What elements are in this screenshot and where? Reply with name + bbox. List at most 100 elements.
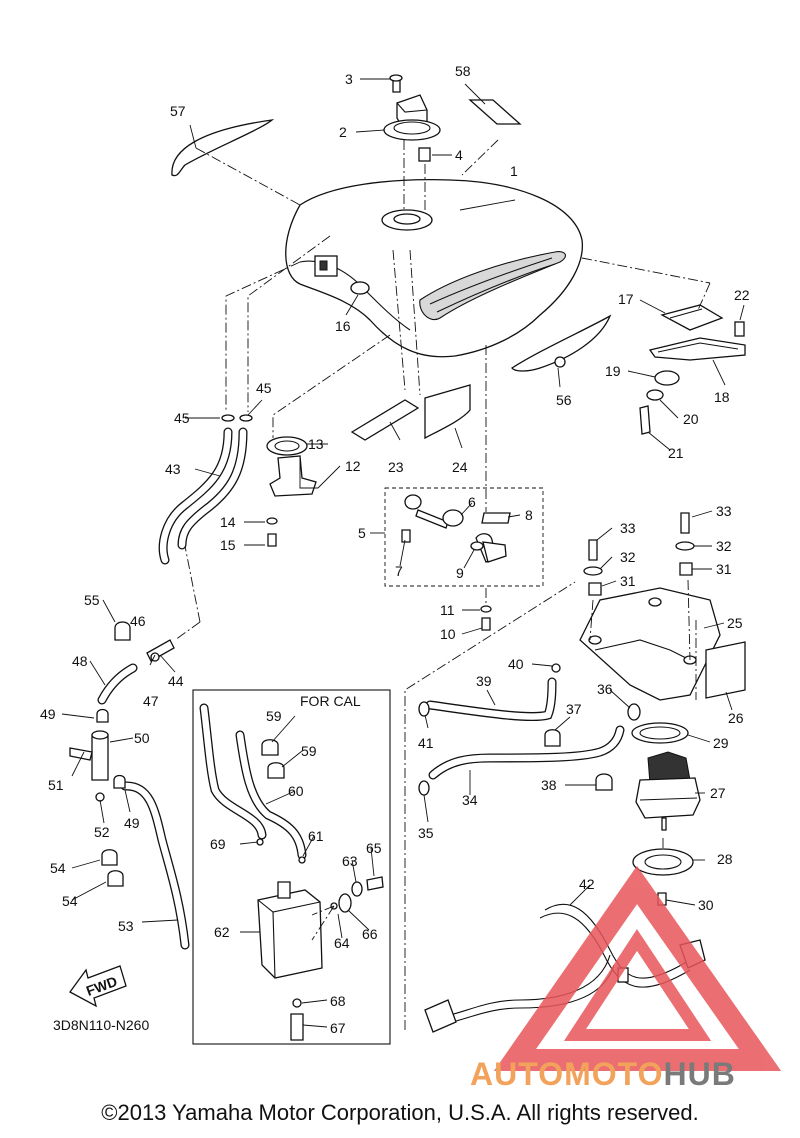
callout-8: 8 (525, 507, 533, 523)
callout-54a: 54 (50, 860, 66, 876)
callout-34: 34 (462, 792, 478, 808)
pad (350, 399, 420, 441)
callout-64: 64 (334, 935, 350, 951)
callout-44: 44 (168, 673, 184, 689)
callout-48: 48 (72, 653, 88, 669)
callout-28: 28 (717, 851, 733, 867)
callout-32b: 32 (716, 538, 732, 554)
callout-30: 30 (698, 897, 714, 913)
box-title: FOR CAL (300, 693, 361, 709)
leader-lines (61, 78, 745, 1030)
callout-42: 42 (579, 876, 595, 892)
emblem (511, 314, 612, 372)
callout-12: 12 (345, 458, 361, 474)
callout-labels: 1 2 3 4 5 6 7 8 9 10 11 12 13 14 15 16 1… (40, 63, 750, 1036)
gasket (480, 605, 492, 613)
callout-37: 37 (566, 701, 582, 717)
watermark-text-b: HUB (663, 1056, 736, 1092)
fuel-cock-box (384, 487, 544, 587)
callout-21: 21 (668, 445, 684, 461)
callout-24: 24 (452, 459, 468, 475)
diagram-code: 3D8N110-N260 (53, 1017, 149, 1033)
watermark-text: AUTOMOTOHUB (470, 1056, 800, 1093)
callout-41: 41 (418, 735, 434, 751)
callout-49a: 49 (40, 706, 56, 722)
callout-66: 66 (362, 926, 378, 942)
callout-17: 17 (618, 291, 634, 307)
callout-27: 27 (710, 785, 726, 801)
label-sticker (468, 99, 522, 125)
callout-61: 61 (308, 828, 324, 844)
canister-group (199, 703, 384, 1041)
callout-47: 47 (143, 693, 159, 709)
callout-67: 67 (330, 1020, 346, 1036)
callout-11: 11 (440, 602, 455, 618)
fuel-cap (383, 74, 441, 162)
callout-56: 56 (556, 392, 572, 408)
damper (350, 281, 370, 295)
callout-46: 46 (130, 613, 146, 629)
callout-54b: 54 (62, 893, 78, 909)
watermark-logo (493, 865, 782, 1071)
callout-13: 13 (308, 436, 324, 452)
callout-25: 25 (727, 615, 743, 631)
callout-38: 38 (541, 777, 557, 793)
callout-15: 15 (220, 537, 236, 553)
callout-26: 26 (728, 710, 744, 726)
canister-bracket (579, 512, 746, 744)
callout-45a: 45 (174, 410, 190, 426)
plate (424, 384, 471, 440)
callout-39: 39 (476, 673, 492, 689)
callout-50: 50 (134, 730, 150, 746)
callout-7: 7 (395, 563, 403, 579)
callout-62: 62 (214, 924, 230, 940)
callout-52: 52 (94, 824, 110, 840)
callout-45b: 45 (256, 380, 272, 396)
callout-60: 60 (288, 783, 304, 799)
fuel-cock (401, 494, 511, 563)
watermark-text-a: AUTOMOTO (470, 1056, 664, 1092)
screw (481, 617, 491, 631)
callout-5: 5 (358, 525, 366, 541)
tank-bracket (639, 304, 746, 435)
callout-31a: 31 (620, 573, 636, 589)
callout-16: 16 (335, 318, 351, 334)
callout-2: 2 (339, 124, 347, 140)
fuel-tank (285, 179, 584, 358)
callout-29: 29 (713, 735, 729, 751)
side-cover (171, 119, 275, 177)
callout-53: 53 (118, 918, 134, 934)
callout-4: 4 (455, 147, 463, 163)
callout-57: 57 (170, 103, 186, 119)
callout-33a: 33 (620, 520, 636, 536)
callout-68: 68 (330, 993, 346, 1009)
callout-35: 35 (418, 825, 434, 841)
callout-20: 20 (683, 411, 699, 427)
callout-59b: 59 (301, 743, 317, 759)
callout-51: 51 (48, 777, 64, 793)
callout-19: 19 (605, 363, 621, 379)
callout-40: 40 (508, 656, 524, 672)
callout-65: 65 (366, 840, 382, 856)
callout-14: 14 (220, 514, 236, 530)
fuel-sender (266, 436, 317, 547)
callout-59a: 59 (266, 708, 282, 724)
callout-63: 63 (342, 853, 358, 869)
copyright-notice: ©2013 Yamaha Motor Corporation, U.S.A. A… (101, 1100, 699, 1125)
fuel-pump (632, 751, 701, 906)
callout-58: 58 (455, 63, 471, 79)
for-cal-box (192, 689, 391, 1045)
callout-36: 36 (597, 681, 613, 697)
callout-9: 9 (456, 565, 464, 581)
callout-55: 55 (84, 592, 100, 608)
hoses-right (418, 663, 641, 796)
callout-23: 23 (388, 459, 404, 475)
callout-33b: 33 (716, 503, 732, 519)
callout-10: 10 (440, 626, 456, 642)
callout-6: 6 (468, 494, 476, 510)
callout-49b: 49 (124, 815, 140, 831)
hoses-left (69, 414, 253, 950)
callout-1: 1 (510, 163, 518, 179)
callout-69: 69 (210, 836, 226, 852)
